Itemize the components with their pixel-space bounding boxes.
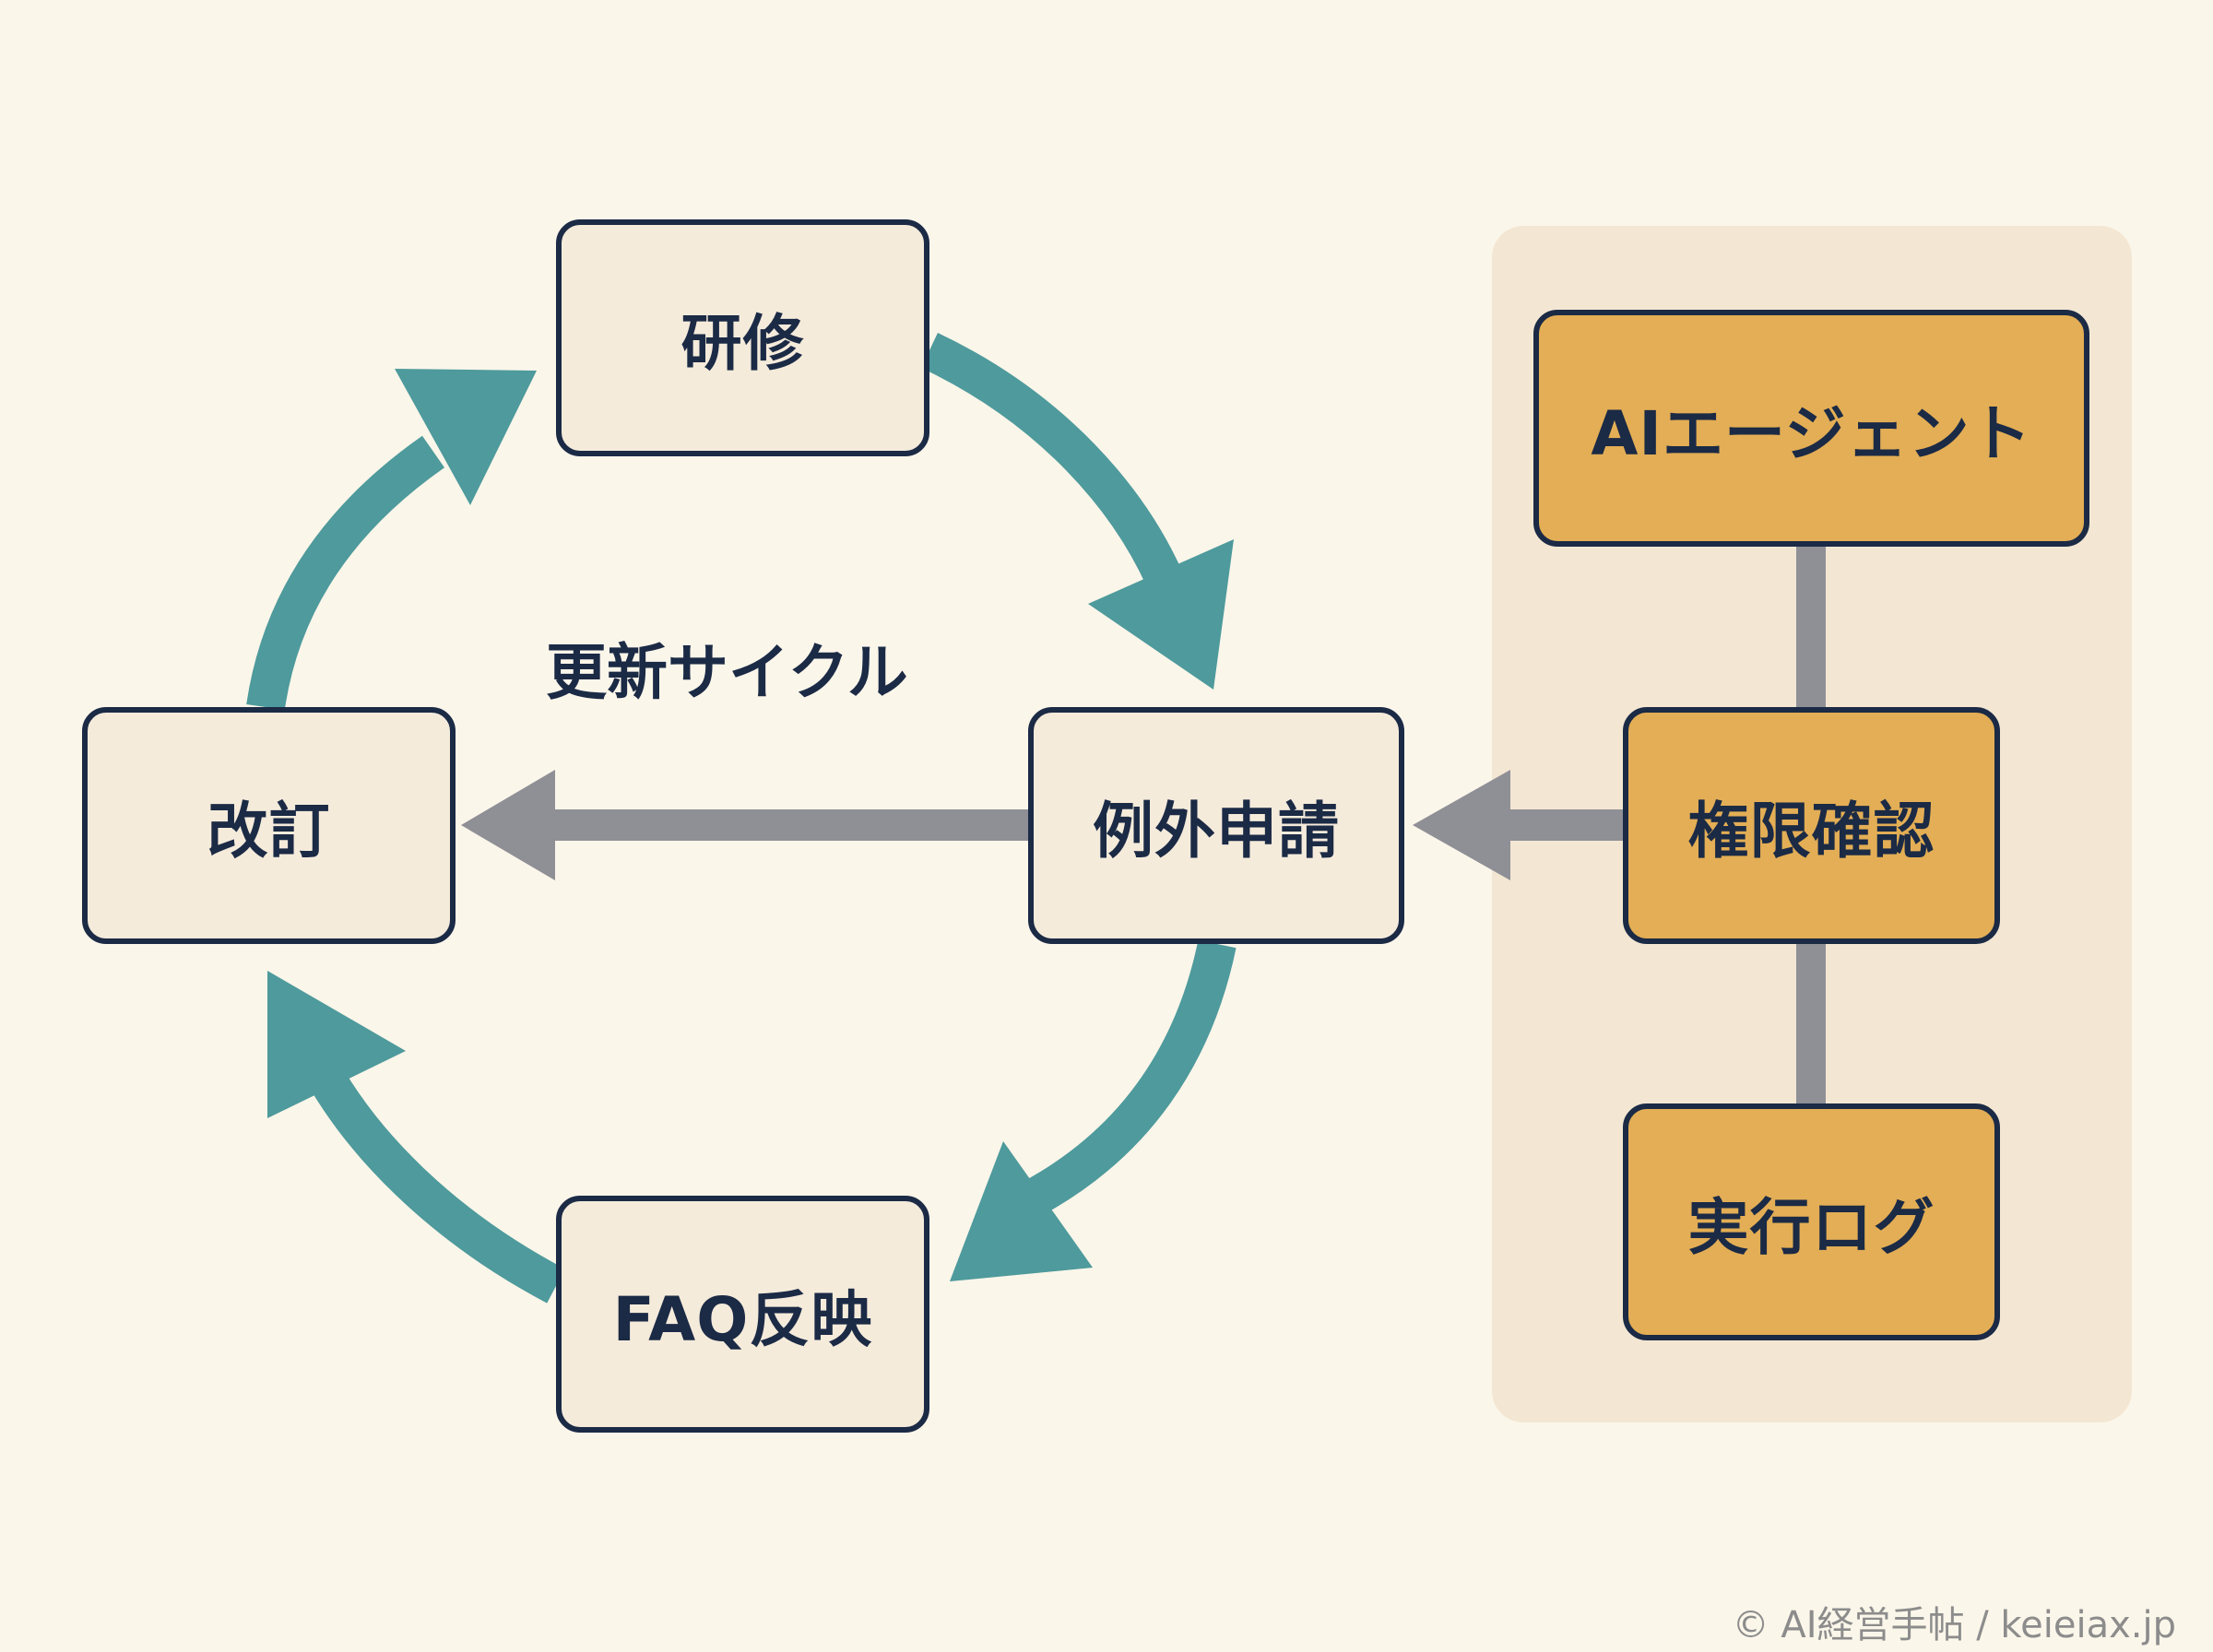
connector-agent-to-kengen bbox=[1796, 547, 1826, 707]
cycle-arrowhead-1 bbox=[1088, 539, 1234, 690]
cycle-arrow-kaitei-to-kenshu bbox=[246, 435, 445, 711]
cycle-arrow-kenshu-to-reigai bbox=[921, 333, 1191, 607]
cycle-arrow-reigai-to-faq bbox=[1023, 939, 1237, 1216]
node-kaitei: 改訂 bbox=[82, 707, 456, 944]
cycle-arrowhead-3 bbox=[267, 971, 406, 1118]
gray-arrowhead-kaitei bbox=[461, 770, 555, 880]
node-reigai-label: 例外申請 bbox=[1093, 795, 1340, 867]
node-kenshu-label: 研修 bbox=[680, 307, 805, 379]
copyright-notice: © AI経営手帖 / keieiax.jp bbox=[1732, 1604, 2176, 1646]
cycle-arrowhead-2 bbox=[950, 1141, 1093, 1281]
gray-arrow-shaft-kengen-to-reigai bbox=[1505, 809, 1623, 841]
node-kenshu: 研修 bbox=[556, 219, 929, 456]
gray-arrow-shaft-reigai-to-kaitei bbox=[553, 809, 1028, 841]
node-kengen: 権限確認 bbox=[1623, 707, 2000, 944]
node-ai-agent-label: AIエージェント bbox=[1591, 397, 2032, 469]
node-faq-label: FAQ反映 bbox=[612, 1283, 873, 1355]
gray-arrowhead-reigai bbox=[1413, 770, 1510, 880]
node-log-label: 実行ログ bbox=[1687, 1191, 1935, 1263]
node-kengen-label: 権限確認 bbox=[1687, 795, 1935, 867]
cycle-arrow-faq-to-kaitei bbox=[299, 1051, 565, 1304]
node-reigai: 例外申請 bbox=[1028, 707, 1404, 944]
cycle-arrowhead-4 bbox=[395, 369, 537, 505]
node-ai-agent: AIエージェント bbox=[1533, 310, 2089, 547]
cycle-title: 更新サイクル bbox=[546, 637, 908, 708]
connector-kengen-to-log bbox=[1796, 944, 1826, 1103]
node-log: 実行ログ bbox=[1623, 1103, 2000, 1340]
node-kaitei-label: 改訂 bbox=[207, 795, 331, 867]
node-faq: FAQ反映 bbox=[556, 1196, 929, 1433]
